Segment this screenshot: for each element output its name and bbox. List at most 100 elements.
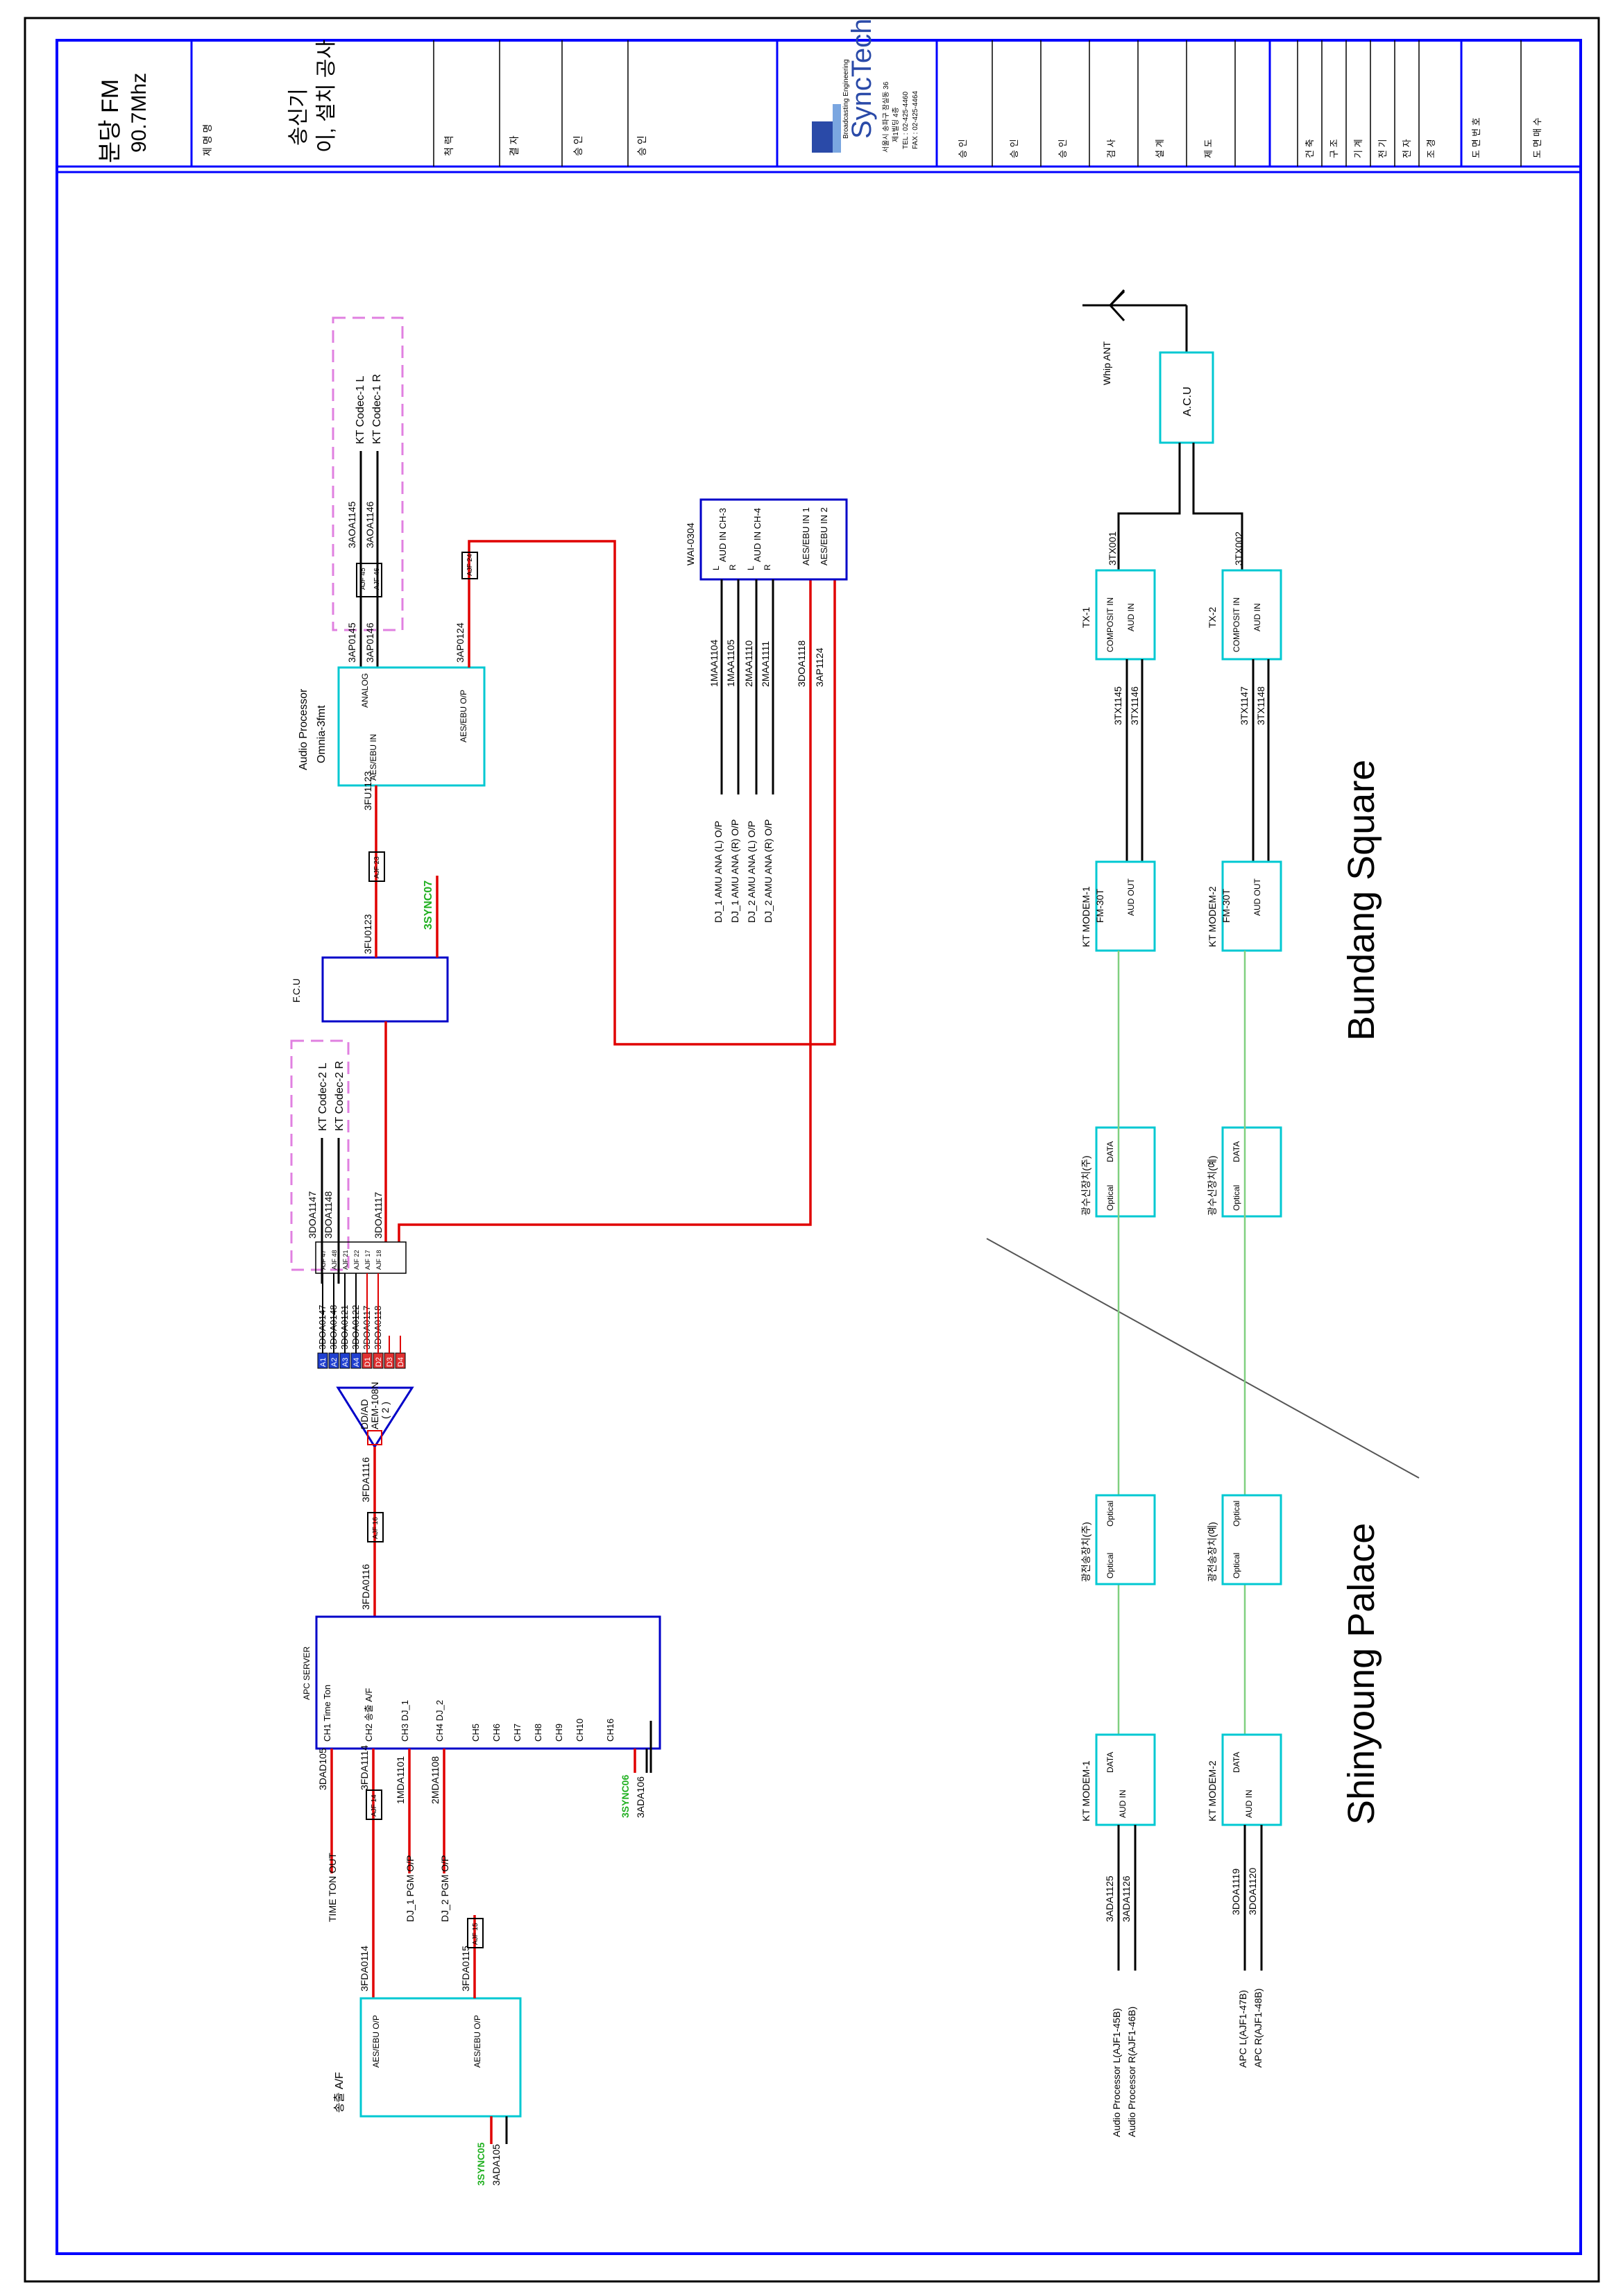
drawing-number-label: 도 면 번 호	[1471, 117, 1481, 158]
ddad-in-cable: 3FDA1116	[360, 1457, 371, 1502]
wai-cable-3: 2MAA1110	[743, 640, 754, 687]
audio-processor-port-analog: ANALOG	[360, 673, 370, 708]
shinyoung-group: 광전송장치(주) Optical Optical 광전송장치(예) Optica…	[1080, 1494, 1282, 2137]
wai-cable-1: 1MAA1104	[708, 640, 720, 687]
acu-label: A.C.U	[1182, 386, 1193, 416]
codec1-cable-in-l: 3AP0145	[346, 622, 357, 663]
company-fax: FAX : 02-425-4464	[912, 91, 919, 149]
shinyoung-tx2-title: 광전송장치(예)	[1207, 1522, 1218, 1582]
bundang-rx1-box	[1095, 1126, 1156, 1218]
ddad-out-cable: 3DOA1117	[373, 1192, 384, 1239]
shinyoung-modem2-data: DATA	[1232, 1752, 1241, 1773]
antenna-label: Whip ANT	[1101, 341, 1112, 385]
wai-cable-5: 3DOA1118	[796, 640, 807, 687]
ddad-port-label: A1	[319, 1358, 328, 1367]
apc-in-4-cable: 2MDA1108	[430, 1756, 441, 1804]
region-divider-line	[986, 1238, 1420, 1479]
bundang-rx2-p1: Optical	[1232, 1185, 1241, 1211]
ddad-port-label: A4	[352, 1358, 361, 1367]
wai-ch3-r: R	[728, 564, 738, 570]
apc-channel-6: CH6	[491, 1724, 502, 1742]
shinyoung-src1-r: Audio Processor R(AJF1-46B)	[1126, 2007, 1137, 2137]
region-bundang-square: Bundang Square	[1341, 760, 1382, 1041]
apc-in-4-source: DJ_2 PGM O/P	[439, 1855, 450, 1922]
ddad-in-cable-2: 3FDA0116	[360, 1564, 371, 1610]
shinyoung-tx1-title: 광전송장치(주)	[1080, 1522, 1091, 1582]
ddad-label: DD/AD	[359, 1399, 370, 1429]
wai-source-3: DJ_2 AMU ANA (L) O/P	[746, 821, 757, 923]
af-unit-cable-2: 3FDA0115	[460, 1946, 471, 1991]
af-unit-sync: 3SYNC05	[475, 2143, 486, 2186]
wire-ddad-to-wai-aes	[398, 579, 812, 1242]
wai-ch3-label: AUD IN CH-3	[717, 508, 728, 562]
company-address-1: 서울시 송파구 잠실동 36	[882, 81, 890, 153]
shinyoung-src2-l: APC L(AJF1-47B)	[1237, 1990, 1248, 2068]
shinyoung-modem1-cable-r: 3ADA1126	[1121, 1876, 1132, 1922]
tb-sign-3: 승 인	[1057, 139, 1068, 158]
tb-sign-2: 승 인	[1009, 139, 1019, 158]
apc-channel-4: CH4 DJ_2	[434, 1700, 445, 1742]
shinyoung-tx2-p1: Optical	[1232, 1553, 1241, 1579]
shinyoung-modem2-cable-l: 3DOA1119	[1230, 1869, 1241, 1915]
ddad-port-ajf: AJF 22	[353, 1250, 360, 1270]
af-unit-cable-1: 3FDA0114	[359, 1946, 370, 1991]
apc-channel-8: CH8	[533, 1724, 543, 1742]
tx2-aud: AUD IN	[1252, 603, 1262, 631]
apc-group: APC SERVER 3SYNC06 3ADA106	[302, 1615, 661, 1818]
codec2-r-label: KT Codec-2 R	[334, 1061, 346, 1131]
tb-field-1: 척 력	[443, 135, 454, 156]
ddad-number: ( 2 )	[380, 1402, 391, 1419]
tx2-cable-l: 3TX1147	[1239, 686, 1250, 725]
tb-sign-4: 검 사	[1106, 139, 1116, 158]
company-tagline: Broadcasting Engineering	[842, 59, 850, 139]
af-unit-port-2: AES/EBU O/P	[473, 2015, 482, 2068]
region-shinyoung-palace: Shinyoung Palace	[1341, 1523, 1382, 1825]
shinyoung-modem1-cable-l: 3ADA1125	[1104, 1876, 1115, 1922]
codec1-ajf-l: AJF 45	[359, 568, 367, 590]
shinyoung-tx1-p1: Optical	[1105, 1553, 1115, 1579]
wai-aes2-label: AES/EBU IN 2	[819, 507, 829, 566]
codec2-cable-r: 3DOA1148	[323, 1191, 334, 1239]
company-name: SyncTech	[847, 19, 877, 139]
ddad-port-ajf: AJF 21	[342, 1250, 349, 1270]
shinyoung-tx2-box	[1221, 1494, 1282, 1585]
tx2-title: TX-2	[1207, 606, 1218, 628]
apc-channel-3: CH3 DJ_1	[400, 1700, 410, 1742]
codec1-ajf-r: AJF 46	[373, 568, 381, 590]
bundang-rx2-box	[1221, 1126, 1282, 1218]
apc-in-1-cable: 3DAD105	[317, 1748, 328, 1790]
audio-processor-group: KT Codec-1 L KT Codec-1 R 3AOA1145 3AOA1…	[298, 316, 836, 1046]
drawing-name-label: 제 명 명	[202, 124, 213, 156]
company-logo: Broadcasting Engineering SyncTech 서울시 송파…	[812, 19, 919, 153]
station-frequency: 90.7Mhz	[128, 73, 151, 153]
apc-in-2-cable: 3FDA1114	[359, 1745, 370, 1790]
project-title-1: 송신기	[287, 88, 310, 146]
apc-channel-7: CH7	[512, 1724, 522, 1742]
apc-channel-9: CH9	[554, 1724, 564, 1742]
fcu-ajf: AJF 23	[373, 856, 381, 878]
bundang-modem1-box	[1095, 860, 1156, 952]
bundang-rx2-p2: DATA	[1232, 1141, 1241, 1162]
bundang-modem1-port: AUD OUT	[1126, 878, 1136, 916]
wai-source-2: DJ_1 AMU ANA (R) O/P	[729, 819, 740, 923]
wai-box	[699, 498, 848, 581]
apc-server-box	[315, 1615, 661, 1750]
bundang-modem1-title: KT MODEM-1	[1080, 886, 1091, 947]
bundang-modem2-title: KT MODEM-2	[1207, 886, 1218, 947]
ddad-port-label: D2	[375, 1357, 383, 1367]
fcu-cable-bot: 3FU1123	[362, 771, 373, 810]
tx2-box	[1221, 569, 1282, 661]
codec2-dashed-frame	[290, 1039, 350, 1271]
af-unit-box	[359, 1997, 522, 2118]
ddad-port-label: A3	[341, 1358, 350, 1367]
shinyoung-modem1-title: KT MODEM-1	[1080, 1760, 1091, 1821]
acu-box	[1159, 351, 1214, 444]
codec1-cable-in-r: 3AP0146	[364, 622, 375, 663]
apc-channel-5: CH5	[470, 1724, 481, 1742]
ap-out-ajf: AJF 24	[466, 554, 474, 576]
codec1-cable-r: 3AOA1146	[364, 501, 375, 548]
